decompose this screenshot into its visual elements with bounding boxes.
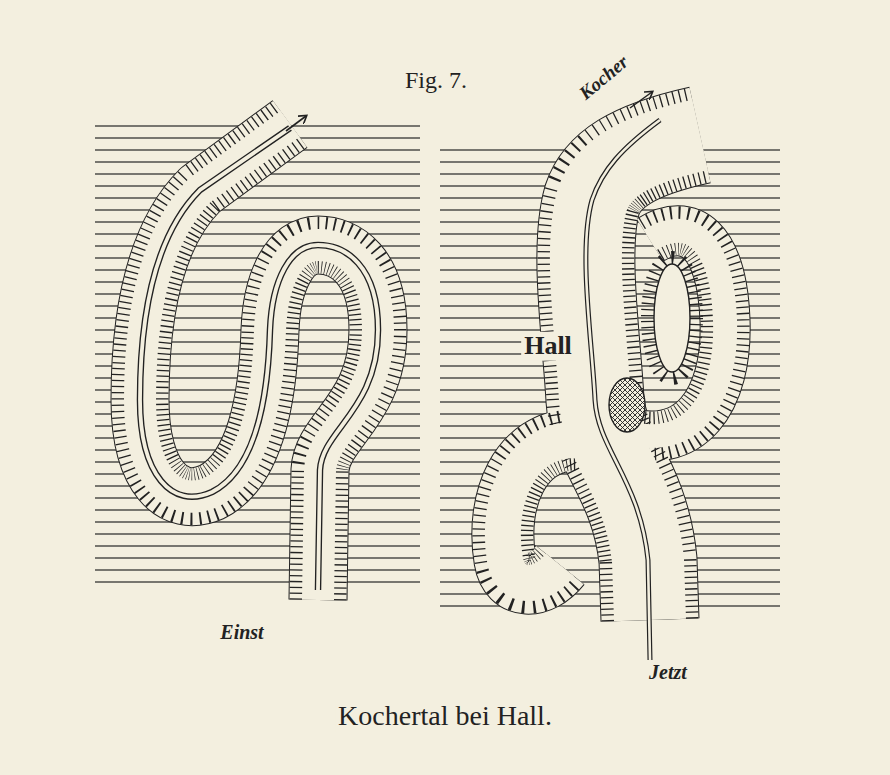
valley-band bbox=[140, 124, 378, 600]
valley-band bbox=[503, 440, 575, 583]
valley-band bbox=[140, 124, 378, 600]
valley-band bbox=[503, 440, 575, 583]
figure-caption: Kochertal bei Hall. bbox=[335, 701, 555, 732]
valley-band bbox=[503, 440, 575, 583]
valley-hachures bbox=[140, 124, 725, 620]
river-label: Kocher bbox=[573, 50, 635, 106]
town-hall bbox=[609, 378, 645, 432]
valley-band bbox=[140, 124, 378, 600]
valley-band bbox=[503, 440, 575, 583]
valley-band bbox=[586, 135, 700, 620]
valley-band bbox=[140, 124, 378, 600]
river bbox=[140, 92, 660, 660]
meander-hill bbox=[654, 264, 690, 372]
figure-title: Fig. 7. bbox=[402, 67, 470, 93]
state-label: Jetzt bbox=[646, 661, 690, 683]
town-label: Hall bbox=[521, 332, 575, 361]
valley-band bbox=[586, 135, 700, 620]
state-label: Einst bbox=[217, 621, 266, 643]
